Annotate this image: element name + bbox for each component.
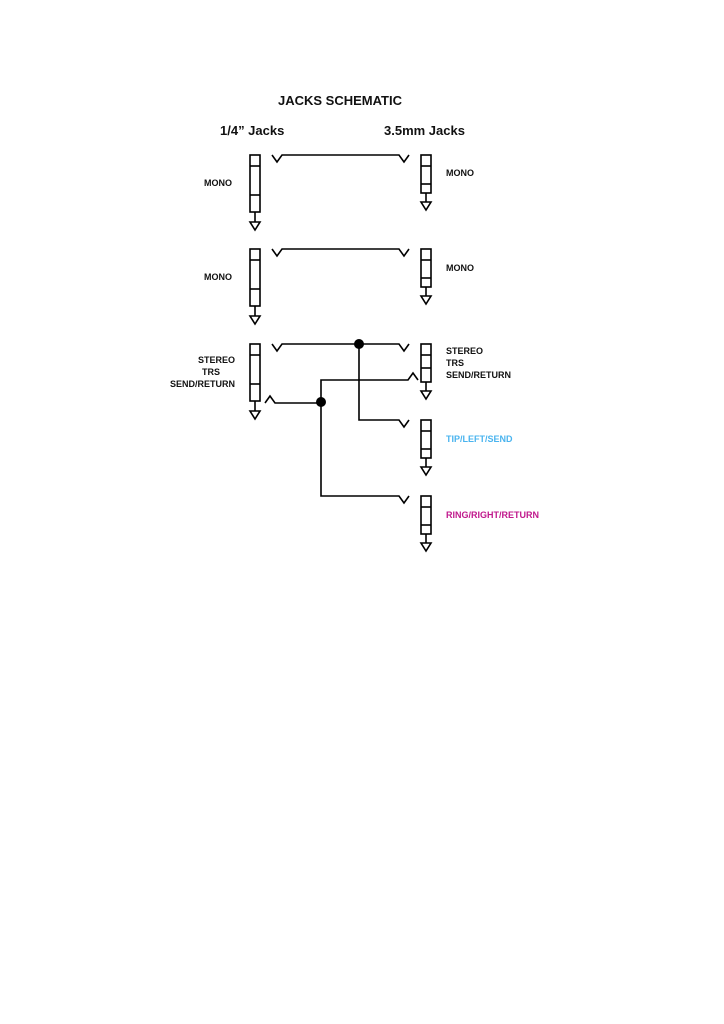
left-label-stereo-line2: TRS [202,367,220,377]
quarter-inch-jack-mono-2 [248,248,262,326]
wire-ring-branch [320,403,410,505]
wire-mono-1 [271,154,410,164]
right-label-mono-1: MONO [446,168,474,178]
right-label-stereo-line3: SEND/RETURN [446,370,512,380]
junction-dot-tip [354,339,364,349]
mm35-jack-tip [419,419,433,477]
quarter-inch-jack-mono-1 [248,154,262,232]
column-header-3-5mm: 3.5mm Jacks [384,123,465,138]
left-label-mono-2: MONO [204,272,232,282]
right-label-stereo-line2: TRS [446,358,464,368]
wire-stereo-tip [271,343,410,353]
right-label-mono-2: MONO [446,263,474,273]
right-label-stereo-line1: STEREO [446,346,484,356]
wire-mono-2 [271,248,410,258]
left-label-stereo-line1: STEREO [197,355,235,365]
right-label-tip: TIP/LEFT/SEND [446,434,513,444]
left-label-stereo: STEREO TRS SEND/RETURN [160,354,235,390]
diagram-title: JACKS SCHEMATIC [278,93,402,108]
junction-dot-ring [316,397,326,407]
left-label-mono-1: MONO [204,178,232,188]
right-label-ring: RING/RIGHT/RETURN [446,510,539,520]
left-label-stereo-line3: SEND/RETURN [169,379,235,389]
wire-tip-branch [358,344,410,429]
quarter-inch-jack-stereo [248,343,262,421]
mm35-jack-stereo [419,343,433,401]
wire-stereo-ring [264,371,419,404]
mm35-jack-ring [419,495,433,553]
column-header-quarter-inch: 1/4” Jacks [220,123,285,138]
mm35-jack-mono-1 [419,154,433,212]
right-label-stereo: STEREO TRS SEND/RETURN [446,345,511,381]
mm35-jack-mono-2 [419,248,433,306]
